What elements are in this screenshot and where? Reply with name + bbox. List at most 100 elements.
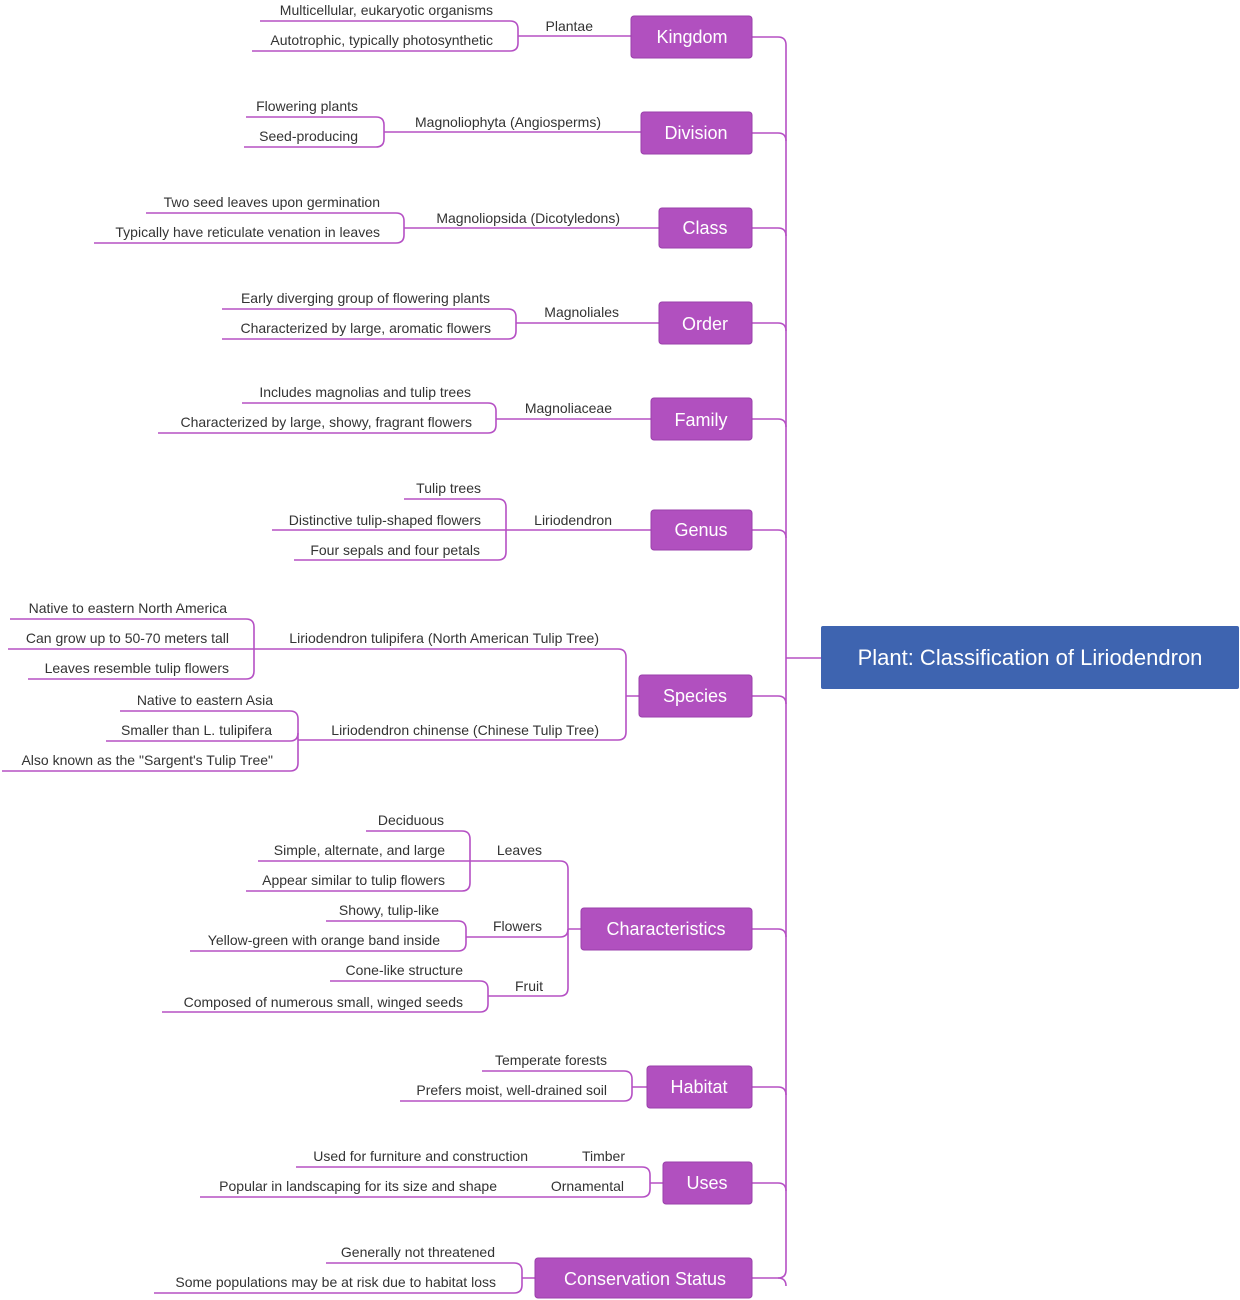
connector-line [326, 920, 467, 930]
leaf-label[interactable]: Flowering plants [256, 98, 358, 114]
connector-line [94, 234, 405, 244]
category-kingdom[interactable]: Kingdom [630, 15, 753, 59]
connector-line [495, 411, 651, 425]
category-label: Class [682, 218, 727, 238]
leaf-label[interactable]: Characterized by large, showy, fragrant … [180, 414, 472, 430]
connector-line [752, 36, 787, 46]
leaf-label[interactable]: Used for furniture and construction [313, 1148, 528, 1164]
subnode-label[interactable]: Magnoliaceae [525, 400, 612, 416]
subnode-label[interactable]: Fruit [515, 978, 543, 994]
connector-line [466, 928, 569, 938]
connector-line [366, 830, 471, 840]
leaf-label[interactable]: Two seed leaves upon germination [164, 194, 380, 210]
category-label: Genus [674, 520, 727, 540]
root-node[interactable]: Plant: Classification of Liriodendron [821, 626, 1239, 689]
connector-line [254, 648, 627, 658]
connector-line [517, 29, 631, 43]
leaf-label[interactable]: Showy, tulip-like [339, 902, 439, 918]
connector-line [482, 1070, 633, 1080]
leaf-label[interactable]: Native to eastern North America [29, 600, 228, 616]
category-family[interactable]: Family [650, 397, 753, 441]
category-label: Order [682, 314, 728, 334]
category-label: Conservation Status [564, 1269, 726, 1289]
leaf-label[interactable]: Tulip trees [416, 480, 481, 496]
leaf-label[interactable]: Generally not threatened [341, 1244, 495, 1260]
leaf-label[interactable]: Characterized by large, aromatic flowers [240, 320, 491, 336]
subnode-label[interactable]: Magnoliopsida (Dicotyledons) [436, 210, 620, 226]
category-characteristics[interactable]: Characteristics [580, 907, 753, 951]
connector-line [158, 424, 497, 434]
leaf-label[interactable]: Yellow-green with orange band inside [208, 932, 440, 948]
connector-line [752, 1182, 787, 1192]
connector-line [330, 980, 489, 990]
leaf-label[interactable]: Simple, alternate, and large [274, 842, 445, 858]
connector-line [260, 20, 519, 30]
connector-line [403, 221, 659, 235]
leaf-label[interactable]: Smaller than L. tulipifera [121, 722, 272, 738]
category-order[interactable]: Order [658, 301, 753, 345]
connector-line [625, 657, 639, 732]
leaf-label[interactable]: Leaves resemble tulip flowers [45, 660, 229, 676]
category-label: Family [675, 410, 728, 430]
connector-line [242, 402, 497, 412]
category-division[interactable]: Division [640, 111, 753, 155]
leaf-label[interactable]: Appear similar to tulip flowers [262, 872, 445, 888]
category-label: Division [664, 123, 727, 143]
leaf-label[interactable]: Distinctive tulip-shaped flowers [289, 512, 481, 528]
leaf-label[interactable]: Autotrophic, typically photosynthetic [270, 32, 493, 48]
leaf-label[interactable]: Some populations may be at risk due to h… [175, 1274, 496, 1290]
leaf-label[interactable]: Can grow up to 50-70 meters tall [26, 630, 229, 646]
category-genus[interactable]: Genus [650, 509, 753, 551]
connector-line [470, 860, 569, 870]
root-label: Plant: Classification of Liriodendron [858, 645, 1203, 670]
subnode-label[interactable]: Timber [582, 1148, 625, 1164]
connector-line [244, 138, 385, 148]
connector-line [515, 317, 659, 331]
connector-line [252, 42, 519, 52]
leaf-label[interactable]: Deciduous [378, 812, 444, 828]
subnode-label[interactable]: Liriodendron chinense (Chinese Tulip Tre… [331, 722, 599, 738]
category-conservation-status[interactable]: Conservation Status [534, 1257, 753, 1299]
category-label: Species [663, 686, 727, 706]
category-class[interactable]: Class [658, 207, 753, 249]
subnode-label[interactable]: Leaves [497, 842, 542, 858]
connector-line [400, 1092, 633, 1102]
subnode-label[interactable]: Flowers [493, 918, 542, 934]
leaf-label[interactable]: Composed of numerous small, winged seeds [184, 994, 463, 1010]
connector-line [10, 618, 255, 628]
leaf-label[interactable]: Four sepals and four petals [310, 542, 480, 558]
subnode-label[interactable]: Liriodendron tulipifera (North American … [289, 630, 599, 646]
connectors [2, 20, 821, 1294]
leaf-label[interactable]: Prefers moist, well-drained soil [416, 1082, 607, 1098]
subnode-label[interactable]: Ornamental [551, 1178, 624, 1194]
category-habitat[interactable]: Habitat [646, 1065, 753, 1109]
subnode-label[interactable]: Plantae [546, 18, 594, 34]
leaf-label[interactable]: Typically have reticulate venation in le… [115, 224, 380, 240]
leaf-label[interactable]: Seed-producing [259, 128, 358, 144]
subnode-label[interactable]: Liriodendron [534, 512, 612, 528]
connector-line [752, 227, 787, 237]
leaf-label[interactable]: Cone-like structure [346, 962, 464, 978]
category-label: Characteristics [606, 919, 725, 939]
connector-line [246, 882, 471, 892]
category-species[interactable]: Species [638, 674, 753, 718]
leaf-label[interactable]: Multicellular, eukaryotic organisms [280, 2, 493, 18]
connector-line [631, 1079, 647, 1093]
connector-line [298, 731, 627, 741]
leaf-label[interactable]: Temperate forests [495, 1052, 607, 1068]
connector-line [383, 125, 641, 139]
connector-line [521, 1271, 535, 1285]
leaf-label[interactable]: Native to eastern Asia [137, 692, 273, 708]
leaf-label[interactable]: Includes magnolias and tulip trees [259, 384, 471, 400]
category-uses[interactable]: Uses [662, 1161, 753, 1205]
leaf-label[interactable]: Early diverging group of flowering plant… [241, 290, 490, 306]
subnode-label[interactable]: Magnoliophyta (Angiosperms) [415, 114, 601, 130]
connector-line [200, 1188, 651, 1198]
connector-line [154, 1284, 523, 1294]
category-label: Habitat [670, 1077, 727, 1097]
leaf-label[interactable]: Popular in landscaping for its size and … [219, 1178, 497, 1194]
leaf-label[interactable]: Also known as the "Sargent's Tulip Tree" [21, 752, 273, 768]
connector-line [190, 942, 467, 952]
subnode-label[interactable]: Magnoliales [544, 304, 619, 320]
connector-line [752, 695, 787, 705]
